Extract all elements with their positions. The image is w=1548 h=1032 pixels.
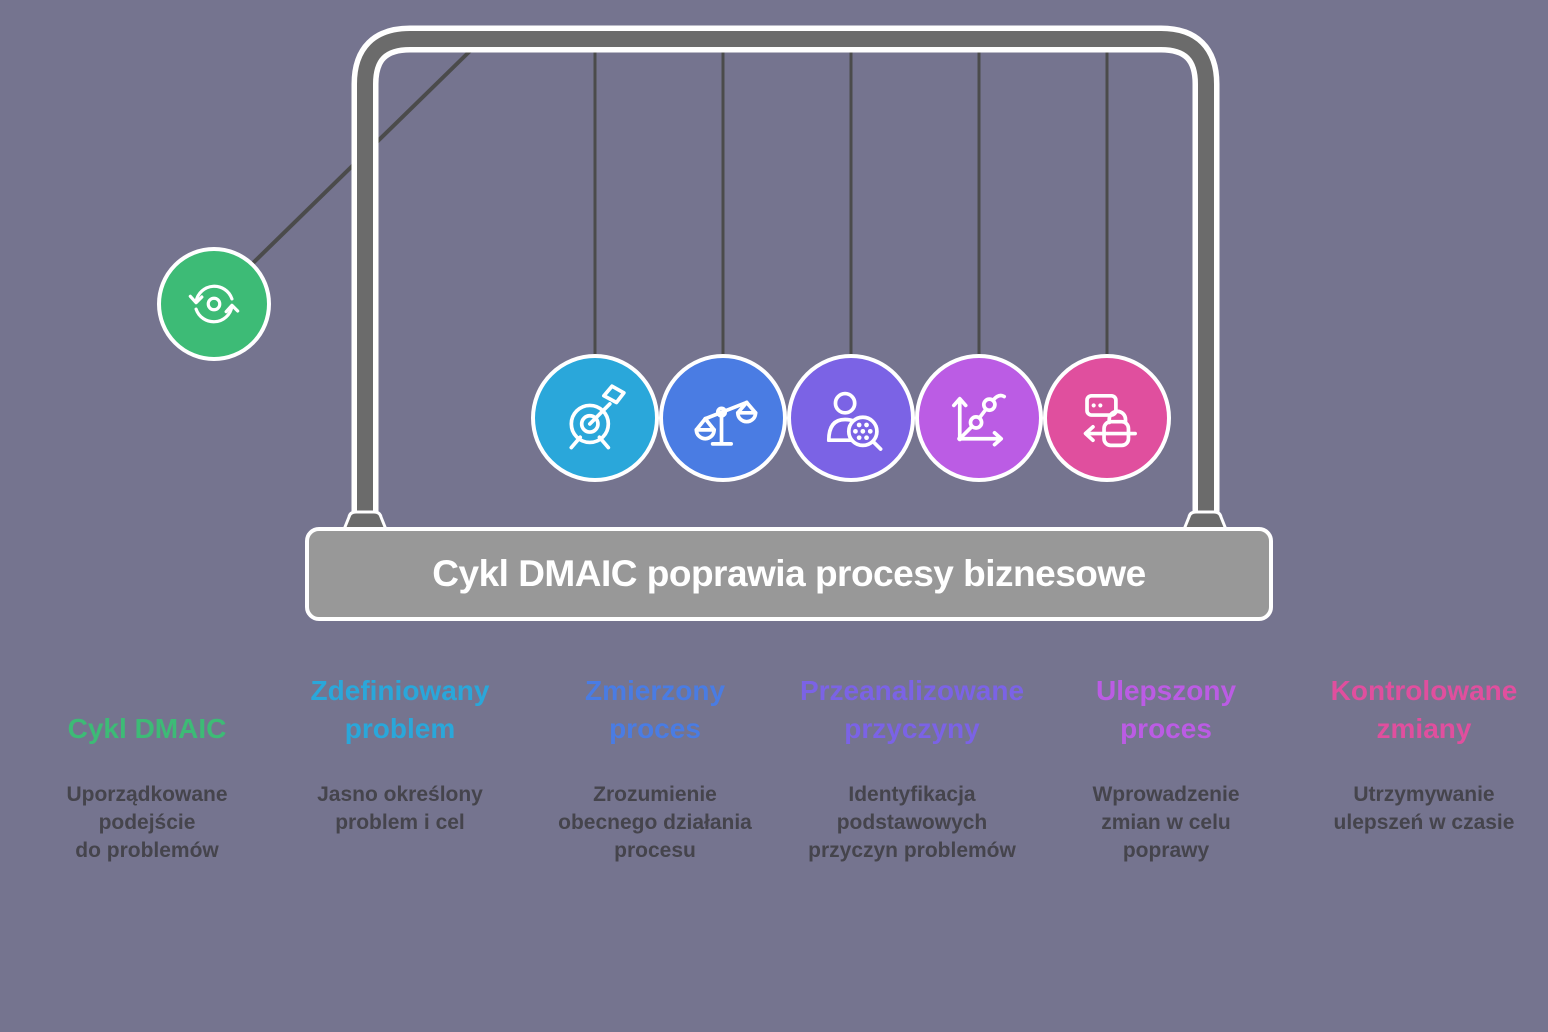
ball-measure: [659, 354, 787, 482]
column-body: Wprowadzenie zmian w celu poprawy: [1092, 783, 1240, 862]
target-dart-icon: [569, 384, 626, 450]
ball-analyze: [787, 354, 915, 482]
column-improve: Ulepszony proces Wprowadzenie zmian w ce…: [1041, 664, 1291, 865]
base-bar: Cykl DMAIC poprawia procesy biznesowe: [305, 527, 1273, 621]
scales-icon: [694, 400, 758, 446]
column-heading: Zdefiniowany problem: [310, 675, 490, 744]
column-heading: Ulepszony proces: [1095, 675, 1237, 744]
column-define: Zdefiniowany problem Jasno określony pro…: [275, 664, 525, 837]
cycle-icon: [188, 284, 240, 324]
column-body: Identyfikacja podstawowych przyczyn prob…: [808, 783, 1016, 862]
column-body: Jasno określony problem i cel: [317, 783, 483, 834]
column-heading: Kontrolowane zmiany: [1330, 675, 1518, 744]
base-title: Cykl DMAIC poprawia procesy biznesowe: [432, 553, 1146, 594]
column-heading: Cykl DMAIC: [67, 713, 227, 744]
ball-control: [1043, 354, 1171, 482]
ball-define: [531, 354, 659, 482]
lock-card-icon: [1083, 393, 1137, 448]
column-measure: Zmierzony proces Zrozumienie obecnego dz…: [530, 664, 780, 865]
column-heading: Przeanalizowane przyczyny: [799, 675, 1025, 744]
column-analyze: Przeanalizowane przyczyny Identyfikacja …: [787, 664, 1037, 865]
column-body: Uporządkowane podejście do problemów: [66, 783, 228, 862]
column-control: Kontrolowane zmiany Utrzymywanie ulepsze…: [1299, 664, 1548, 837]
ball-improve: [915, 354, 1043, 482]
column-dmaic-cycle: Cykl DMAIC Uporządkowane podejście do pr…: [22, 664, 272, 865]
column-body: Utrzymywanie ulepszeń w czasie: [1333, 783, 1515, 834]
ball-dmaic-cycle: [157, 247, 271, 361]
column-heading: Zmierzony proces: [584, 675, 726, 744]
person-magnifier-icon: [826, 391, 883, 451]
line-chart-icon: [951, 393, 1007, 447]
cradle-frame: [357, 31, 1214, 531]
column-body: Zrozumienie obecnego działania procesu: [558, 783, 752, 862]
